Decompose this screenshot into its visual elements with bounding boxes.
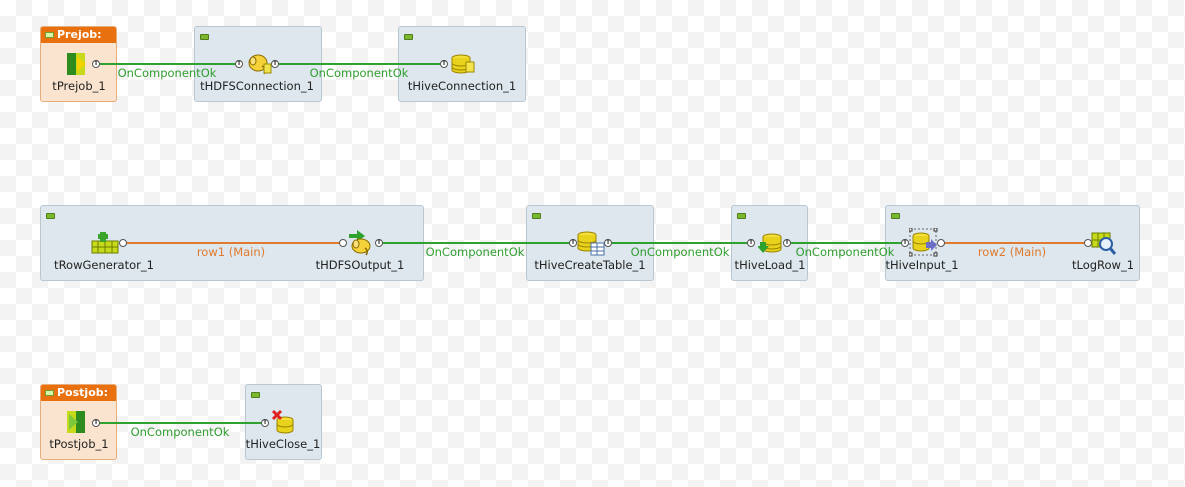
trigger-port[interactable]: T (92, 60, 100, 68)
output-port[interactable] (119, 239, 127, 247)
component-label-tpostjob[interactable]: tPostjob_1 (49, 437, 109, 451)
input-port[interactable] (339, 239, 347, 247)
subjob-collapse-toggle[interactable] (45, 390, 54, 396)
link-line[interactable] (123, 242, 341, 244)
prejob-icon[interactable] (66, 52, 92, 76)
subjob-header-label: Prejob: (57, 28, 102, 41)
subjob-collapse-toggle[interactable] (46, 213, 55, 219)
subjob-collapse-toggle[interactable] (737, 213, 746, 219)
subjob-header-prejob: Prejob: (41, 27, 116, 43)
log-row-icon[interactable] (1091, 232, 1117, 256)
component-label-thiveconnection[interactable]: tHiveConnection_1 (407, 79, 517, 93)
link-line[interactable] (941, 242, 1086, 244)
trigger-port[interactable]: T (92, 419, 100, 427)
subjob-collapse-toggle[interactable] (45, 32, 54, 38)
postjob-icon[interactable] (66, 410, 92, 434)
link-label-row2-main[interactable]: row2 (Main) (977, 245, 1047, 259)
trigger-port[interactable]: T (747, 239, 755, 247)
hadoop-elephant-icon[interactable] (246, 52, 272, 76)
link-label-oncomponentok[interactable]: OnComponentOk (425, 245, 525, 259)
hive-database-icon[interactable] (758, 233, 784, 255)
trigger-port[interactable]: T (569, 239, 577, 247)
hive-database-icon[interactable] (577, 231, 605, 257)
component-label-thdfsconnection[interactable]: tHDFSConnection_1 (200, 79, 314, 93)
component-label-thiveload[interactable]: tHiveLoad_1 (734, 258, 806, 272)
trigger-port[interactable]: T (901, 239, 909, 247)
link-line[interactable] (98, 63, 236, 65)
subjob-collapse-toggle[interactable] (251, 392, 260, 398)
link-label-oncomponentok[interactable]: OnComponentOk (309, 66, 409, 80)
subjob-collapse-toggle[interactable] (200, 34, 209, 40)
link-line[interactable] (607, 242, 749, 244)
link-label-oncomponentok[interactable]: OnComponentOk (130, 425, 230, 439)
component-label-thivecreatetable[interactable]: tHiveCreateTable_1 (534, 258, 646, 272)
link-line[interactable] (787, 242, 904, 244)
trigger-port[interactable]: T (235, 60, 243, 68)
output-port[interactable] (937, 239, 945, 247)
component-label-trowgenerator[interactable]: tRowGenerator_1 (54, 258, 154, 272)
hadoop-elephant-icon[interactable] (347, 230, 375, 256)
link-label-oncomponentok[interactable]: OnComponentOk (117, 66, 217, 80)
component-label-tlogrow[interactable]: tLogRow_1 (1071, 258, 1135, 272)
component-label-thdfsoutput[interactable]: tHDFSOutput_1 (315, 258, 405, 272)
link-label-row1-main[interactable]: row1 (Main) (196, 245, 266, 259)
hive-database-icon[interactable] (451, 54, 475, 76)
hive-database-icon[interactable] (909, 228, 939, 258)
subjob-collapse-toggle[interactable] (891, 213, 900, 219)
trigger-port[interactable]: T (783, 239, 791, 247)
trigger-port[interactable]: T (604, 239, 612, 247)
link-line[interactable] (275, 63, 441, 65)
component-label-tprejob[interactable]: tPrejob_1 (52, 79, 106, 93)
trigger-port[interactable]: T (440, 60, 448, 68)
link-line[interactable] (98, 422, 263, 424)
link-line[interactable] (380, 242, 572, 244)
trigger-port[interactable]: T (261, 419, 269, 427)
component-label-thiveclose[interactable]: tHiveClose_1 (245, 437, 321, 451)
subjob-collapse-toggle[interactable] (532, 213, 541, 219)
row-generator-icon[interactable] (91, 231, 119, 255)
subjob-header-postjob: Postjob: (41, 385, 116, 401)
link-label-oncomponentok[interactable]: OnComponentOk (795, 245, 895, 259)
trigger-port[interactable]: T (375, 239, 383, 247)
component-label-thiveinput[interactable]: tHiveInput_1 (885, 258, 959, 272)
subjob-collapse-toggle[interactable] (404, 34, 413, 40)
trigger-port[interactable]: T (271, 60, 279, 68)
subjob-header-label: Postjob: (57, 386, 109, 399)
link-label-oncomponentok[interactable]: OnComponentOk (630, 245, 730, 259)
close-x-icon[interactable] (270, 409, 296, 435)
